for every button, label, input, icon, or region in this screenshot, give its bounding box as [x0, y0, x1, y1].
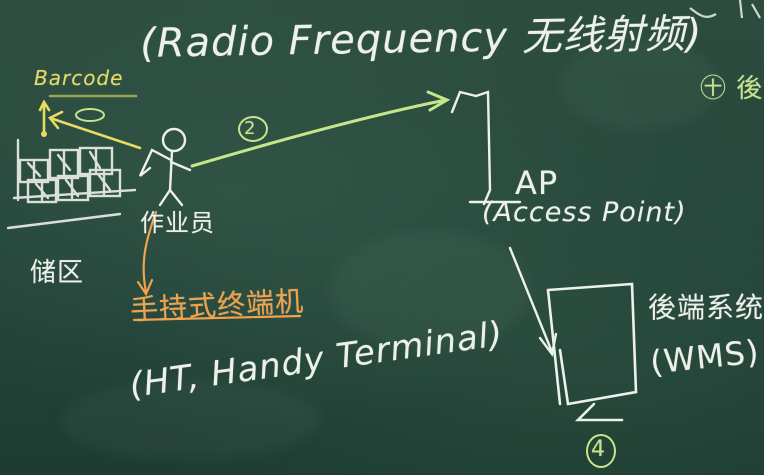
ap-label: AP [515, 164, 559, 202]
handheld-arrow-drawing [132, 210, 302, 322]
worker-label: 作业员 [140, 209, 215, 237]
step-3-partial: ㊉ 後 [700, 74, 764, 104]
barcode-dot [41, 131, 47, 137]
scan-arrow-drawing [38, 94, 142, 150]
chalk-smudge [330, 230, 530, 350]
worker-figure-drawing [138, 127, 192, 207]
ap-device-drawing [450, 90, 522, 206]
wms-server-drawing [546, 282, 638, 422]
storage-area-label: 储区 [30, 258, 85, 288]
shelf-boxes-drawing [6, 138, 137, 230]
chalk-smudge [60, 380, 320, 460]
access-point-label: (Access Point) [482, 197, 687, 228]
partial-edge-marks [689, 0, 761, 19]
step-2-circle [238, 116, 268, 142]
chalk-smudge [560, 40, 720, 130]
step-2-number: 2 [244, 118, 257, 139]
backend-system-cn-label: 後端系统 [648, 291, 764, 324]
wireless-arrow-drawing [190, 90, 451, 168]
step-4-number: 4 [591, 437, 606, 462]
ap-to-wms-arrow-drawing [508, 246, 558, 357]
title-radio-frequency: (Radio Frequency 无线射频) [139, 11, 703, 67]
step-1-mark [75, 108, 105, 122]
barcode-label: Barcode [34, 66, 124, 90]
step-4-circle [586, 434, 616, 468]
